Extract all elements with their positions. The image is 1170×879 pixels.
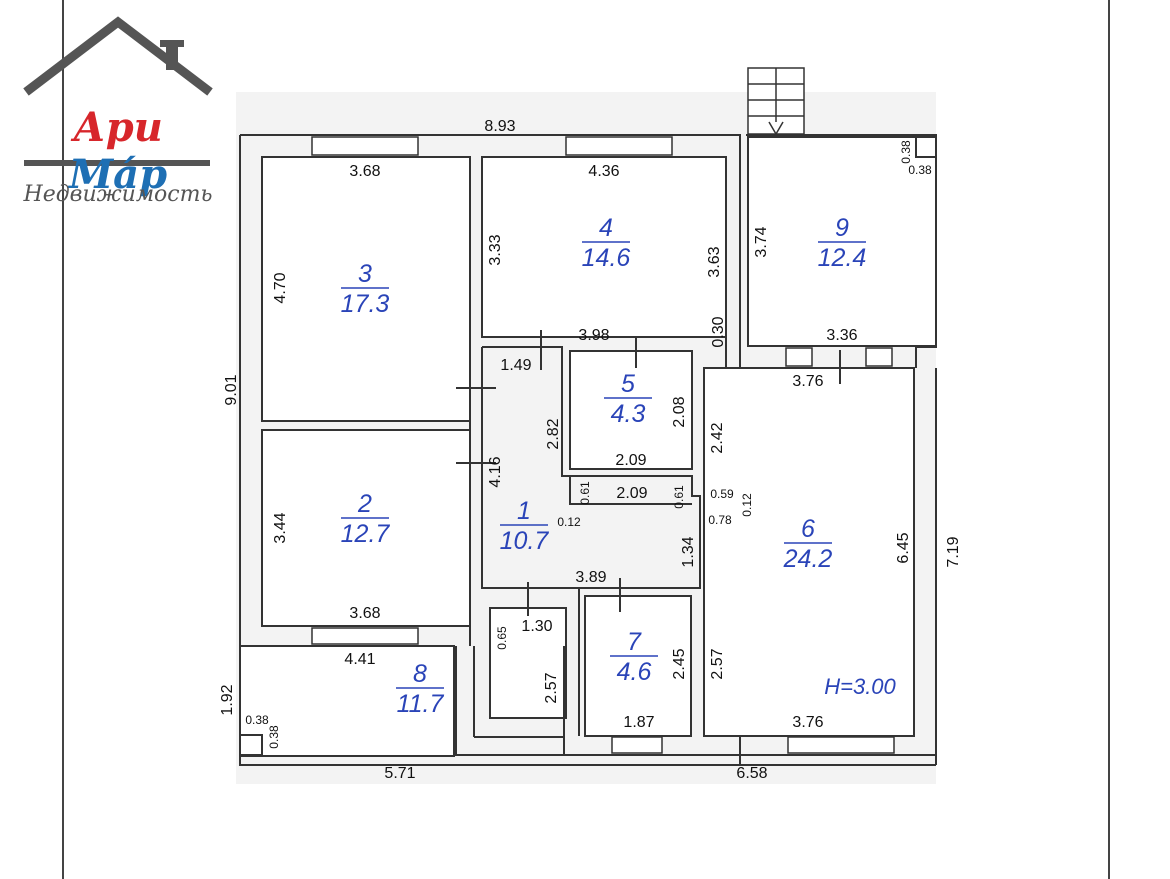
dimension-label: 2.08: [671, 396, 688, 427]
room-number: 7: [627, 628, 642, 656]
dimension-label: 0.61: [578, 481, 592, 505]
dimension-label: 3.98: [578, 327, 609, 344]
room-number: 9: [835, 214, 849, 242]
room-number: 8: [413, 660, 427, 688]
dimension-label: 3.74: [753, 226, 770, 257]
dimension-label: 6.45: [895, 532, 912, 563]
room-area: 10.7: [500, 527, 550, 555]
dimension-label: 4.36: [588, 163, 619, 180]
dimension-label: 8.93: [484, 118, 515, 135]
dimension-label: 3.36: [826, 327, 857, 344]
dimension-label: 0.61: [672, 485, 686, 509]
room-2-label: 212.7: [341, 490, 391, 548]
dimension-label: 4.16: [487, 456, 504, 487]
left-frame-line: [62, 0, 64, 879]
room-5-label: 54.3: [604, 370, 652, 428]
dimension-label: 0.38: [908, 163, 932, 177]
house-roof-icon: [23, 16, 213, 166]
dimension-label: 3.68: [349, 605, 380, 622]
room-area: 24.2: [783, 545, 833, 573]
dimension-label: 6.58: [736, 765, 767, 782]
window-icon: [565, 136, 673, 156]
dimension-label: 3.33: [487, 234, 504, 265]
dimension-label: 3.44: [272, 512, 289, 543]
right-frame-line: [1108, 0, 1110, 879]
room-number: 2: [357, 490, 372, 518]
dimension-label: 3.63: [706, 246, 723, 277]
dimension-label: 9.01: [223, 374, 240, 405]
dimension-label: 3.76: [792, 714, 823, 731]
dimension-label: 2.42: [709, 422, 726, 453]
room-area: 12.4: [818, 244, 867, 272]
room-3-label: 317.3: [341, 260, 390, 318]
dimension-label: 2.09: [616, 485, 647, 502]
dimension-label: 0.59: [710, 487, 734, 501]
staircase-icon: [747, 67, 805, 136]
room-number: 4: [599, 214, 613, 242]
windows: [311, 136, 895, 754]
walls: [239, 134, 937, 766]
dimension-label: 3.68: [349, 163, 380, 180]
room-number: 1: [517, 497, 531, 525]
dimension-label: 1.30: [521, 618, 552, 635]
window-icon: [311, 136, 419, 156]
dimension-label: 3.89: [575, 569, 606, 586]
room-number: 5: [621, 370, 635, 398]
dimension-label: 0.38: [899, 140, 913, 164]
dimension-label: 0.65: [495, 626, 509, 650]
window-icon: [311, 627, 419, 645]
dimension-label: 2.57: [543, 672, 560, 703]
dimension-label: 1.87: [623, 714, 654, 731]
dimension-label: 1.92: [219, 684, 236, 715]
brand-part-red: Ари: [73, 104, 163, 151]
brand-part-blue: Мáр: [68, 151, 168, 198]
dimension-label: 4.70: [272, 272, 289, 303]
room-8-label: 811.7: [396, 660, 444, 718]
dimension-label: 4.41: [344, 651, 375, 668]
dimension-label: 2.09: [615, 452, 646, 469]
room-area: 17.3: [341, 290, 390, 318]
window-icon: [785, 347, 813, 367]
room-area: 11.7: [397, 690, 445, 718]
dimension-label: 3.76: [792, 373, 823, 390]
brand-subtitle: Недвижимость: [23, 182, 213, 207]
dimension-label: 7.19: [945, 536, 962, 567]
company-logo: Ари Мáр Недвижимость: [18, 14, 218, 214]
dimension-label: 0.38: [267, 725, 281, 749]
dimension-label: 2.45: [671, 648, 688, 679]
door-marks: [456, 330, 841, 616]
dimension-label: 1.34: [680, 536, 697, 567]
dimension-label: 1.49: [500, 357, 531, 374]
room-4-label: 414.6: [582, 214, 631, 272]
room-number: 3: [358, 260, 372, 288]
room-area: 4.6: [617, 658, 652, 686]
window-icon: [865, 347, 893, 367]
window-icon: [611, 736, 663, 754]
room-number: 6: [801, 515, 815, 543]
brand-name: Ари Мáр: [18, 104, 218, 198]
dimension-label: 0.12: [740, 493, 754, 517]
room-1-label: 110.7: [500, 497, 550, 555]
dimension-label: 0.38: [245, 713, 269, 727]
room-area: 14.6: [582, 244, 631, 272]
room-6-label: 624.2: [783, 515, 833, 573]
room-area: 12.7: [341, 520, 391, 548]
dimension-label: 0.78: [708, 513, 732, 527]
dimension-label: 2.57: [709, 648, 726, 679]
dimension-label: 0.12: [557, 515, 581, 529]
dimension-label: 2.82: [545, 418, 562, 449]
room-9-label: 912.4: [818, 214, 867, 272]
ceiling-height: H=3.00: [824, 674, 896, 699]
window-icon: [787, 736, 895, 754]
room-area: 4.3: [611, 400, 646, 428]
room-7-label: 74.6: [610, 628, 658, 686]
dimension-label: 0.30: [710, 316, 727, 347]
dimension-label: 5.71: [384, 765, 415, 782]
